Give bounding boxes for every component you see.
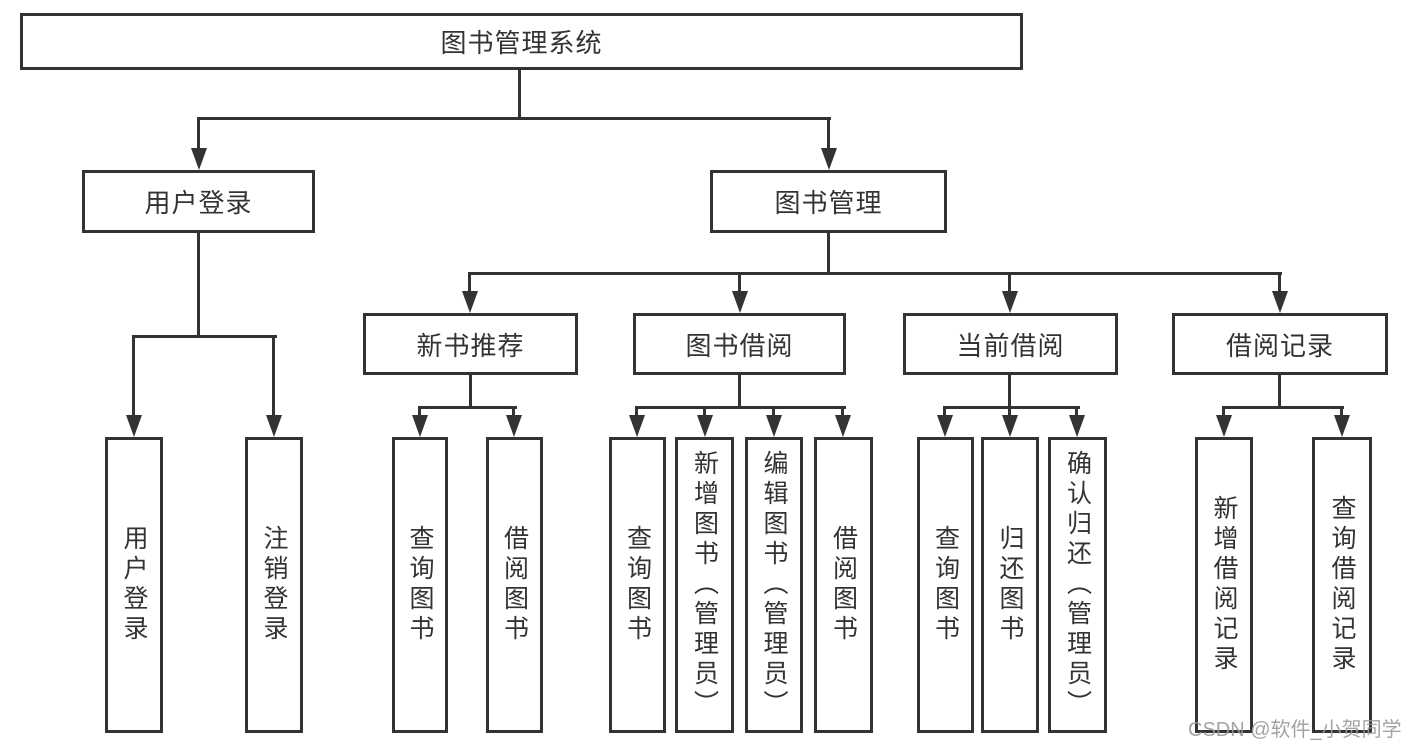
connector-line — [1278, 272, 1281, 293]
connector-line — [1075, 406, 1078, 417]
node-borrow-books-borrowing: 借阅图书 — [814, 437, 873, 733]
connector-line — [418, 406, 517, 409]
node-user-login-action: 用户登录 — [105, 437, 163, 733]
connector-line — [468, 272, 1282, 275]
arrow-down-icon — [732, 291, 748, 313]
connector-line — [1222, 406, 1344, 409]
connector-line — [197, 117, 831, 120]
node-new-book-recommendation: 新书推荐 — [363, 313, 578, 375]
node-current-borrowing: 当前借阅 — [903, 313, 1118, 375]
node-book-management: 图书管理 — [710, 170, 947, 233]
arrow-down-icon — [629, 415, 645, 437]
node-edit-books-admin: 编辑图书（管理员） — [745, 437, 803, 733]
connector-line — [512, 406, 515, 417]
connector-line — [703, 406, 706, 417]
node-confirm-return-admin: 确认归还（管理员） — [1048, 437, 1107, 733]
connector-line — [197, 231, 200, 337]
arrow-down-icon — [1216, 415, 1232, 437]
node-borrow-books-recommend: 借阅图书 — [486, 437, 543, 733]
node-search-borrow-record: 查询借阅记录 — [1312, 437, 1372, 733]
arrow-down-icon — [126, 415, 142, 437]
node-user-login: 用户登录 — [82, 170, 315, 233]
connector-line — [272, 335, 275, 417]
connector-line — [635, 406, 638, 417]
connector-line — [827, 231, 830, 274]
node-borrowing-records: 借阅记录 — [1172, 313, 1388, 375]
connector-line — [468, 272, 471, 293]
connector-line — [518, 70, 521, 120]
arrow-down-icon — [697, 415, 713, 437]
connector-line — [132, 335, 135, 417]
connector-line — [1008, 373, 1011, 408]
connector-line — [738, 373, 741, 408]
node-search-books-recommend: 查询图书 — [392, 437, 448, 733]
node-library-management-system: 图书管理系统 — [20, 13, 1023, 70]
connector-line — [772, 406, 775, 417]
arrow-down-icon — [266, 415, 282, 437]
arrow-down-icon — [191, 148, 207, 170]
arrow-down-icon — [937, 415, 953, 437]
arrow-down-icon — [1272, 291, 1288, 313]
connector-line — [132, 335, 277, 338]
connector-line — [1340, 406, 1343, 417]
connector-line — [197, 117, 200, 150]
node-book-borrowing: 图书借阅 — [633, 313, 846, 375]
arrow-down-icon — [462, 291, 478, 313]
node-add-books-admin: 新增图书（管理员） — [675, 437, 734, 733]
connector-line — [943, 406, 946, 417]
connector-line — [1008, 406, 1011, 417]
connector-line — [1278, 373, 1281, 408]
connector-line — [1008, 272, 1011, 293]
connector-line — [635, 406, 846, 409]
node-search-books-borrowing: 查询图书 — [609, 437, 666, 733]
connector-line — [1222, 406, 1225, 417]
node-return-books: 归还图书 — [981, 437, 1039, 733]
arrow-down-icon — [412, 415, 428, 437]
connector-line — [418, 406, 421, 417]
arrow-down-icon — [1334, 415, 1350, 437]
connector-line — [469, 373, 472, 408]
arrow-down-icon — [1069, 415, 1085, 437]
arrow-down-icon — [1002, 415, 1018, 437]
csdn-watermark: CSDN @软件_小贺同学 — [1188, 719, 1402, 741]
node-logout: 注销登录 — [245, 437, 303, 733]
connector-line — [738, 272, 741, 293]
connector-line — [841, 406, 844, 417]
connector-line — [943, 406, 1080, 409]
connector-line — [827, 117, 830, 150]
node-search-books-current: 查询图书 — [917, 437, 974, 733]
arrow-down-icon — [835, 415, 851, 437]
arrow-down-icon — [766, 415, 782, 437]
arrow-down-icon — [821, 148, 837, 170]
arrow-down-icon — [1002, 291, 1018, 313]
node-add-borrow-record: 新增借阅记录 — [1195, 437, 1253, 733]
arrow-down-icon — [506, 415, 522, 437]
